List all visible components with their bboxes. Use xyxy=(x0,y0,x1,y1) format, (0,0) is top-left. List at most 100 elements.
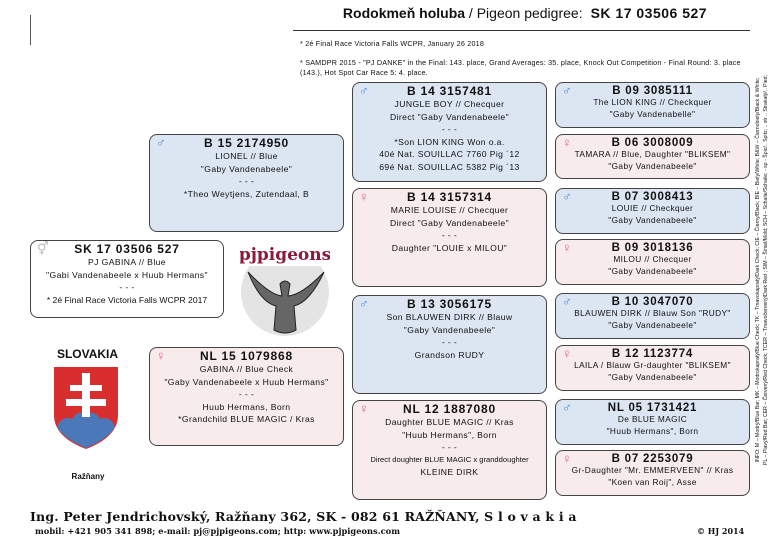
ring-number: SK 17 03506 527 xyxy=(74,242,180,256)
separator: - - - xyxy=(441,337,458,347)
town-label: Ražňany xyxy=(71,472,105,481)
pigeon-detail: "Gaby Vandenabeele" xyxy=(608,319,697,330)
pigeon-detail: Direct doughter BLUE MAGIC x granddought… xyxy=(370,454,529,464)
female-icon: ♀ xyxy=(562,240,573,255)
page-title: Rodokmeň holuba / Pigeon pedigree: SK 17 … xyxy=(300,5,750,21)
ring-number: B 09 3018136 xyxy=(611,242,694,254)
pigeon-detail: JUNGLE BOY // Checquer xyxy=(394,99,505,109)
pigeon-detail: "Huub Hermans", Born xyxy=(402,429,497,440)
ring-number: B 13 3056175 xyxy=(407,297,492,311)
info-line-2: PL – Plavý/Red Bar; CER – Červený/Red Ch… xyxy=(763,75,769,465)
pigeon-detail: "Gaby Vandenabelle" xyxy=(609,108,696,119)
ring-number: NL 12 1887080 xyxy=(403,402,496,416)
female-icon: ♀ xyxy=(359,189,370,204)
pigeon-detail: *Theo Weytjens, Zutendaal, B xyxy=(183,188,310,199)
header-rule xyxy=(293,30,750,31)
male-icon: ♂ xyxy=(359,83,370,98)
pigeon-detail: * 2é Final Race Victoria Falls WCPR 2017 xyxy=(46,294,208,305)
separator: - - - xyxy=(238,389,255,399)
note-1: * 2é Final Race Victoria Falls WCPR, Jan… xyxy=(300,39,485,48)
pigeon-detail: "Gaby Vandenabeele" xyxy=(608,160,697,171)
pigeon-detail: "Gaby Vandenabeele" xyxy=(403,324,496,335)
ring-number: B 07 2253079 xyxy=(611,453,694,465)
ring-number: NL 15 1079868 xyxy=(200,349,293,363)
logo-text: pjpigeons xyxy=(240,245,330,265)
breeder-address: Ing. Peter Jendrichovský, Ražňany 362, S… xyxy=(30,509,577,524)
pigeon-detail: LIONEL // Blue xyxy=(215,151,278,161)
pigeon-detail: "Gaby Vandenabeele x Huub Hermans" xyxy=(164,376,329,387)
pigeon-detail: GABINA // Blue Check xyxy=(199,364,294,374)
pigeon-detail: Daughter "LOUIE x MILOU" xyxy=(391,242,508,253)
pigeon-detail: "Gaby Vandenabeele" xyxy=(608,214,697,225)
ring-number: NL 05 1731421 xyxy=(607,402,698,414)
female-icon: ♀ xyxy=(156,348,167,363)
pigeon-detail: "Gaby Vandenabeele" xyxy=(608,371,697,382)
pigeon-detail: *Grandchild BLUE MAGIC / Kras xyxy=(178,414,315,424)
male-icon: ♂ xyxy=(156,135,167,150)
note-2: * SAMDPR 2015 - "PJ DANKE" in the Final:… xyxy=(300,58,741,77)
ring-number: B 14 3157481 xyxy=(407,84,492,98)
separator: - - - xyxy=(119,282,135,292)
pigeon-detail: "Gaby Vandenabeele" xyxy=(200,163,293,174)
pigeon-detail: Direct "Gaby Vandenabeele" xyxy=(389,111,510,122)
pigeon-detail: The LION KING // Checkquer xyxy=(593,97,712,107)
pigeon-detail: *Son LION KING Won o.a. xyxy=(394,136,505,147)
slovakia-coat-of-arms xyxy=(54,367,118,449)
pigeon-detail: Son BLAUWEN DIRK // Blauw xyxy=(386,312,513,322)
ring-number: B 07 3008413 xyxy=(611,191,694,203)
title-english: / Pigeon pedigree: xyxy=(465,5,583,21)
male-icon: ♂ xyxy=(562,400,573,415)
title-slovak: Rodokmeň holuba xyxy=(342,5,466,21)
separator: - - - xyxy=(238,176,255,186)
pigeon-detail: Grandson RUDY xyxy=(414,349,485,360)
pigeon-detail: "Koen van Roij", Asse xyxy=(608,476,697,487)
pigeon-detail: "Huub Hermans", Born xyxy=(606,425,699,436)
info-line-1: INFO: M – Modrý/Blue Bar; MK – Modrokapr… xyxy=(755,77,761,463)
country-label: SLOVAKIA xyxy=(56,347,119,361)
pigeon-detail: 69é Nat. SOUILLAC 5382 Pig ´13 xyxy=(379,161,520,172)
pjpigeons-logo: pjpigeons xyxy=(240,240,330,336)
breeder-contact: mobil: +421 905 341 898; e-mail: pj@pjpi… xyxy=(35,526,400,536)
ring-number: B 10 3047070 xyxy=(611,296,694,308)
pigeon-detail: MILOU // Checquer xyxy=(613,254,692,264)
color-legend-info: INFO: M – Modrý/Blue Bar; MK – Modrokapr… xyxy=(754,10,770,530)
pigeon-detail: Huub Hermans, Born xyxy=(202,401,291,412)
pigeon-detail: BLAUWEN DIRK // Blauw Son "RUDY" xyxy=(574,308,731,318)
divider-line xyxy=(30,15,31,45)
female-icon: ♀ xyxy=(359,401,370,416)
pigeon-detail: De BLUE MAGIC xyxy=(617,414,688,424)
ring-number: B 12 1123774 xyxy=(611,348,694,360)
title-ring-number: SK 17 03506 527 xyxy=(590,5,708,21)
ring-number: B 06 3008009 xyxy=(611,137,694,149)
ring-number: B 15 2174950 xyxy=(204,136,289,150)
unknown-sex-icon: ⚥ xyxy=(37,241,50,256)
female-icon: ♀ xyxy=(562,451,573,466)
copyright: © HJ 2014 xyxy=(697,526,745,536)
pigeon-detail: Gr-Daughter "Mr. EMMERVEEN" // Kras xyxy=(571,465,734,475)
pigeon-detail: PJ GABINA // Blue xyxy=(88,257,166,267)
ring-number: B 14 3157314 xyxy=(407,190,492,204)
pigeon-detail: MARIE LOUISE // Checquer xyxy=(390,205,509,215)
pigeon-detail: KLEINE DIRK xyxy=(420,467,479,477)
male-icon: ♂ xyxy=(359,296,370,311)
pigeon-detail: LOUIE // Checkquer xyxy=(611,203,694,213)
pigeon-detail: 40é Nat. SOUILLAC 7760 Pig ´12 xyxy=(379,149,520,159)
pigeon-detail: Direct "Gaby Vandenabeele" xyxy=(389,217,510,228)
separator: - - - xyxy=(441,442,458,452)
separator: - - - xyxy=(441,230,458,240)
